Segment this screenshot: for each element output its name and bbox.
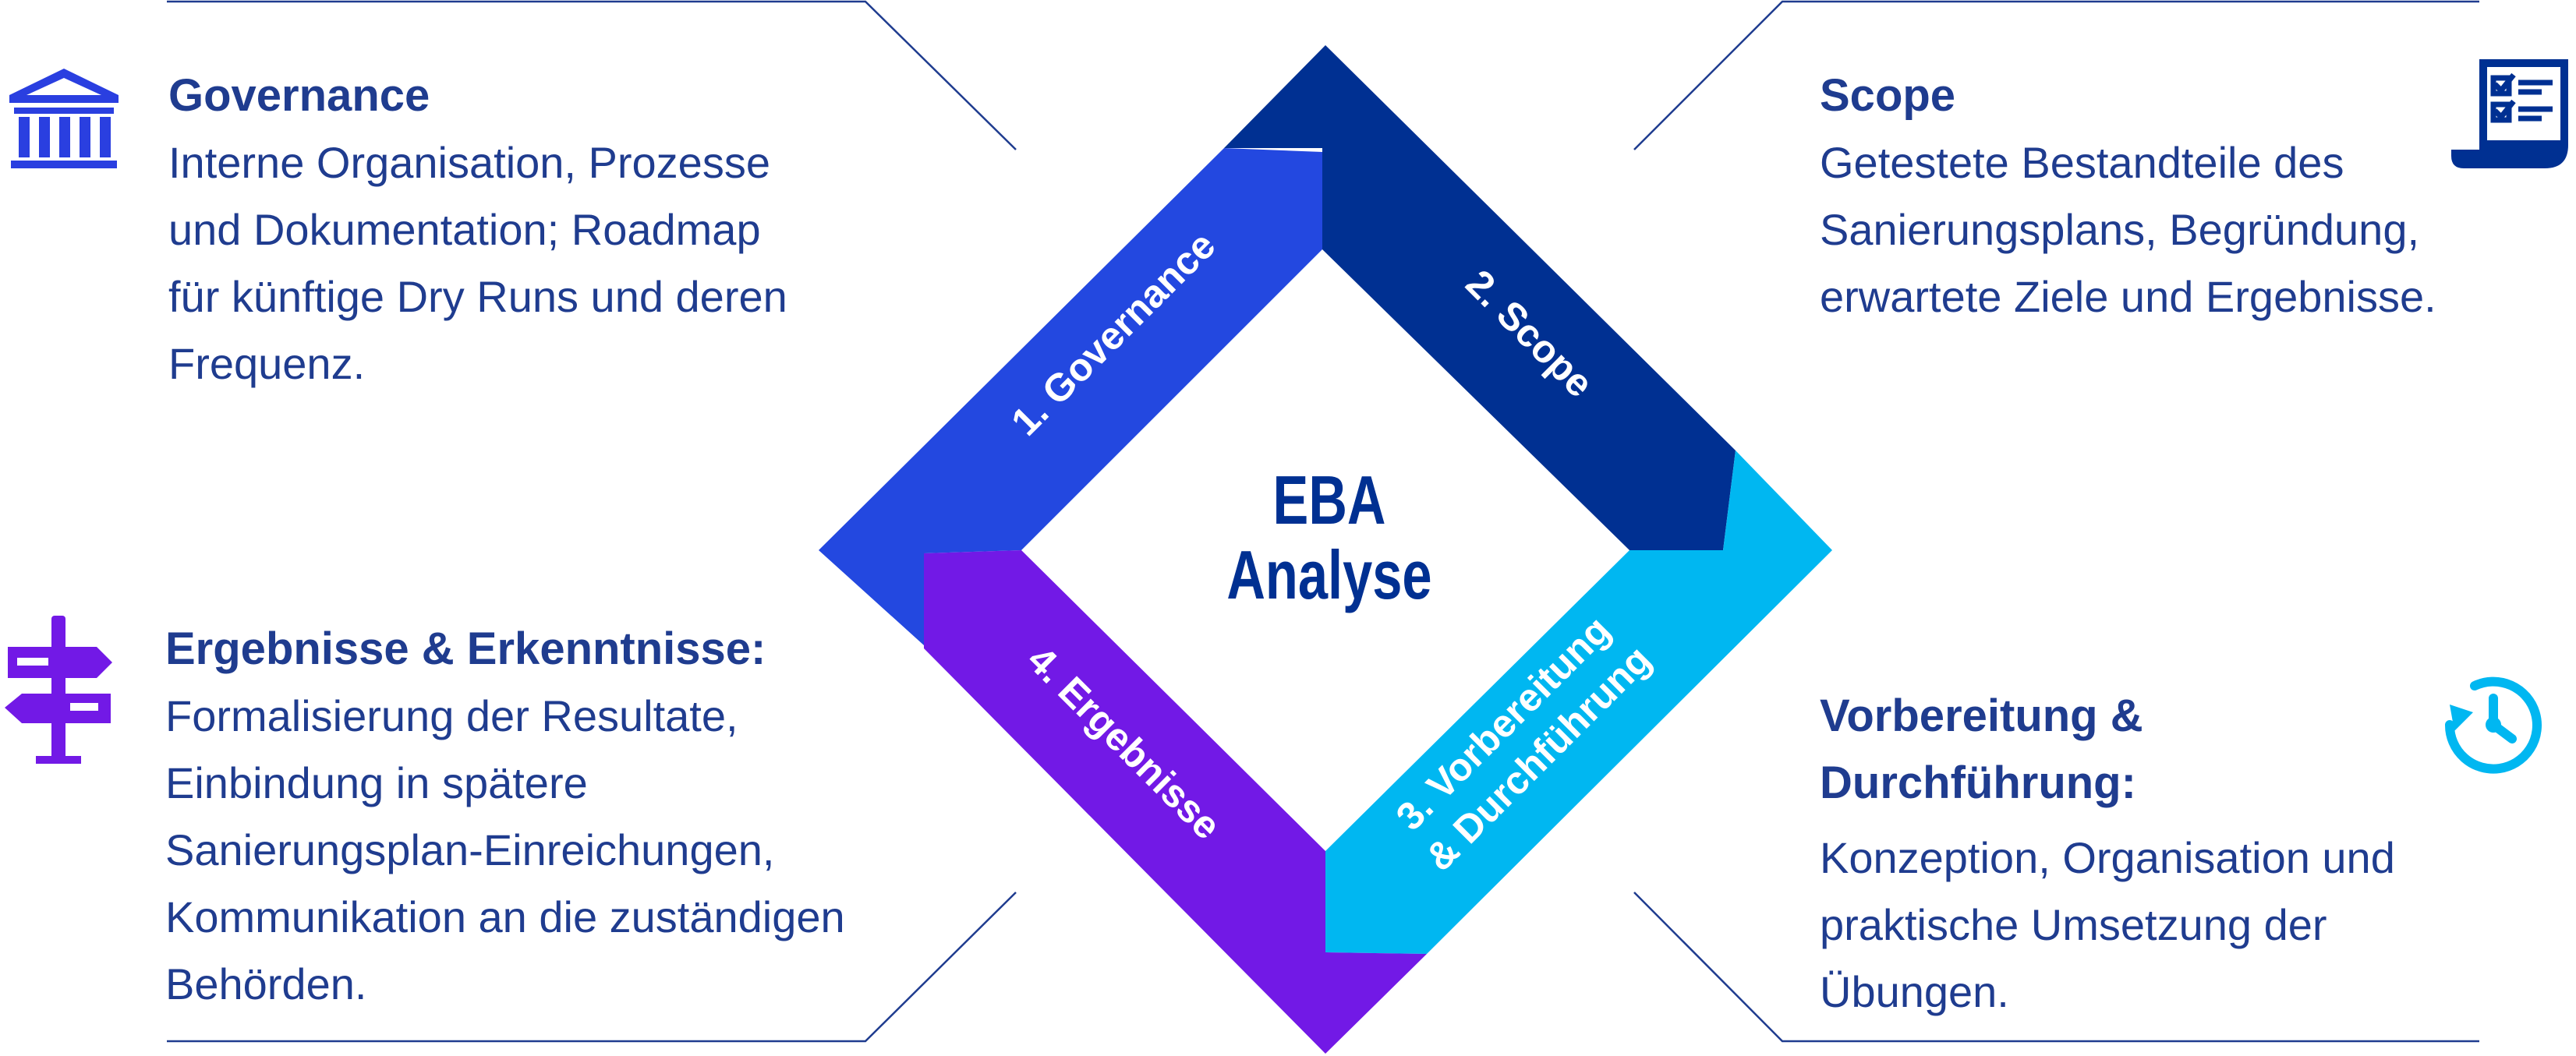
scope-title: Scope <box>1820 70 1956 121</box>
connector-bottom-right <box>1633 892 2479 1043</box>
segment-scope <box>1224 45 1736 550</box>
connector-bottom-left <box>167 892 1017 1043</box>
center-title-line2: Analyse <box>1226 537 1431 613</box>
governance-line: Interne Organisation, Prozesse <box>168 138 770 187</box>
scope-line: Sanierungsplans, Begründung, <box>1820 205 2420 254</box>
governance-line: Frequenz. <box>168 339 366 388</box>
scope-block: Scope Getestete Bestandteile des Sanieru… <box>1820 62 2436 330</box>
ergebnisse-line: Einbindung in spätere <box>165 758 588 807</box>
governance-block: Governance Interne Organisation, Prozess… <box>168 62 787 397</box>
vorbereitung-line: Konzeption, Organisation und <box>1820 833 2395 882</box>
ergebnisse-line: Kommunikation an die zuständigen <box>165 892 845 941</box>
segment-vorbereitung <box>1325 450 1832 954</box>
governance-line: und Dokumentation; Roadmap <box>168 205 761 254</box>
vorbereitung-block: Vorbereitung & Durchführung: Konzeption,… <box>1820 683 2395 1026</box>
bank-building-icon <box>9 69 119 168</box>
segment-ergebnisse <box>924 550 1427 1054</box>
vorbereitung-line: praktische Umsetzung der <box>1820 900 2327 949</box>
ergebnisse-line: Sanierungsplan-Einreichungen, <box>165 825 775 874</box>
vorbereitung-title-line: Vorbereitung & <box>1820 690 2143 741</box>
signpost-icon <box>5 616 112 764</box>
vorbereitung-title-line: Durchführung: <box>1820 758 2136 808</box>
scope-line: Getestete Bestandteile des <box>1820 138 2344 187</box>
segment-governance <box>819 148 1322 645</box>
center-title-line1: EBA <box>1273 462 1386 539</box>
connector-top-right <box>1633 0 2479 150</box>
governance-title: Governance <box>168 70 430 121</box>
governance-line: für künftige Dry Runs und deren <box>168 272 787 321</box>
checklist-scroll-icon <box>2451 59 2568 168</box>
ergebnisse-line: Formalisierung der Resultate, <box>165 691 738 740</box>
vorbereitung-line: Übungen. <box>1820 967 2009 1016</box>
connector-top-left <box>167 0 1017 150</box>
ergebnisse-line: Behörden. <box>165 959 367 1008</box>
scope-line: erwartete Ziele und Ergebnisse. <box>1820 272 2436 321</box>
clock-cycle-icon <box>2444 676 2542 774</box>
ergebnisse-title: Ergebnisse & Erkenntnisse: <box>165 623 766 674</box>
ergebnisse-block: Ergebnisse & Erkenntnisse: Formalisierun… <box>165 616 845 1018</box>
